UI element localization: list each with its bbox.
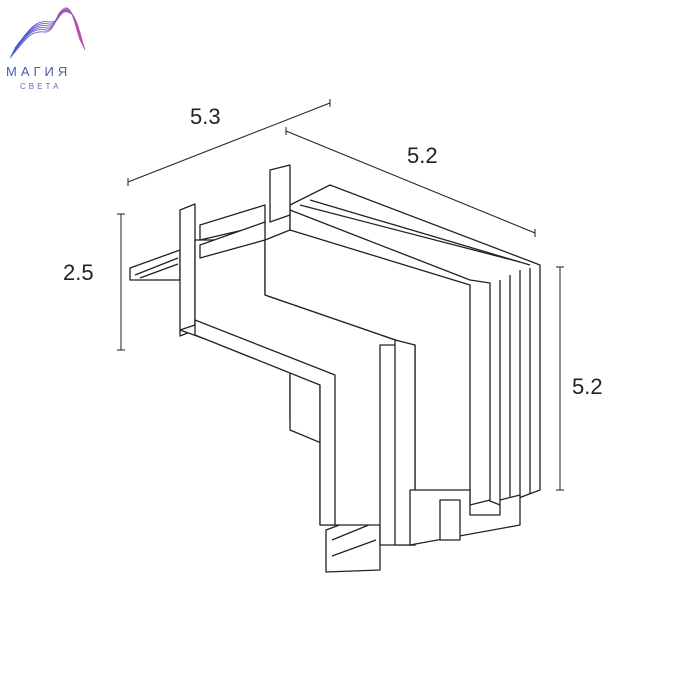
- dim-line-width-top: [127, 102, 331, 183]
- brand-logo: МАГИЯ СВЕТА: [0, 0, 100, 100]
- connector-body: [129, 164, 541, 573]
- logo-subtext: СВЕТА: [20, 82, 62, 91]
- dimension-label-width-top: 5.3: [190, 104, 221, 129]
- dimension-label-height-left: 2.5: [63, 260, 94, 285]
- dimension-label-depth-top: 5.2: [407, 143, 438, 168]
- logo-wave-icon: [9, 7, 86, 59]
- logo-text: МАГИЯ: [6, 64, 72, 79]
- dim-line-depth-top: [285, 130, 536, 234]
- dimension-label-height-right: 5.2: [572, 374, 603, 399]
